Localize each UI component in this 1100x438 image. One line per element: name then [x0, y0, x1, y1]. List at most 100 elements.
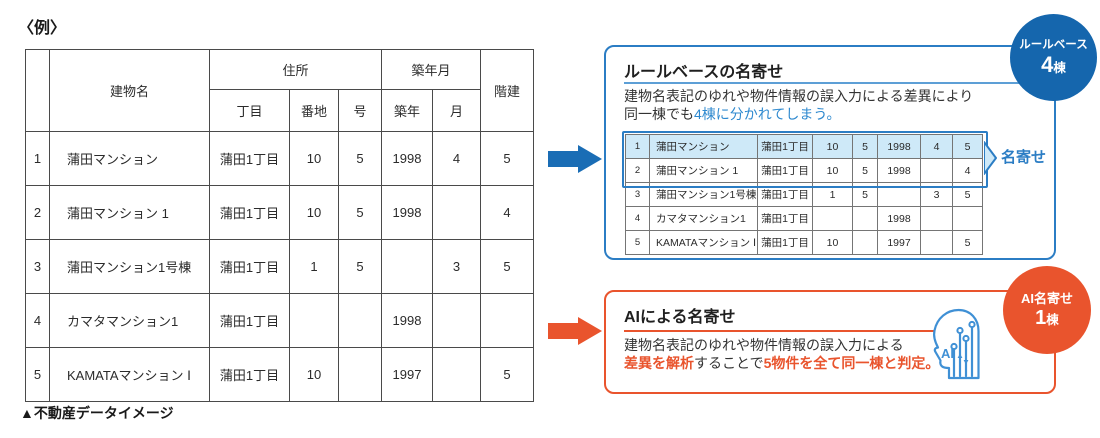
cell-build-year: 1998: [381, 185, 434, 240]
table-caption: ▲不動産データイメージ: [20, 405, 174, 421]
cell-building-name: 蒲田マンション 1: [49, 185, 210, 240]
cell-build-month: [432, 347, 482, 402]
rule-based-mini-table: 1 蒲田マンション 蒲田1丁目 10 5 1998 4 5 2 蒲田マンション …: [625, 134, 983, 255]
rule-desc-line2-accent: 4棟に分かれてしまう。: [694, 105, 841, 122]
cell-chome: 蒲田1丁目: [757, 182, 813, 207]
cell-banchi: 10: [812, 134, 853, 159]
cell-chome: 蒲田1丁目: [757, 230, 813, 255]
cell-build-month: [432, 185, 482, 240]
cell-chome: 蒲田1丁目: [209, 131, 290, 186]
rule-desc-line2-plain: 同一棟でも: [624, 105, 694, 122]
mini-table-row: 4 カマタマンション1 蒲田1丁目 1998: [625, 206, 983, 231]
cell-row-number: 2: [25, 185, 50, 240]
cell-go: 5: [852, 134, 878, 159]
cell-chome: 蒲田1丁目: [757, 158, 813, 183]
cell-build-year: [381, 239, 434, 294]
cell-building-name: 蒲田マンション: [649, 134, 758, 159]
mini-table-row: 5 KAMATAマンション Ⅰ 蒲田1丁目 10 1997 5: [625, 230, 983, 255]
cell-build-year: 1997: [381, 347, 434, 402]
cell-row-number: 1: [625, 134, 650, 159]
badge-count-line: 1棟: [1035, 308, 1059, 328]
cell-go: [852, 206, 878, 231]
cell-floors: 5: [952, 134, 983, 159]
cell-row-number: 5: [25, 347, 50, 402]
badge-count-line: 4棟: [1041, 54, 1066, 76]
badge-unit: 棟: [1053, 61, 1066, 76]
cell-build-year: 1998: [877, 134, 921, 159]
cell-building-name: KAMATAマンション Ⅰ: [49, 347, 210, 402]
col-header-build-month: 月: [432, 89, 482, 132]
arrow-right-icon-blue: [548, 145, 602, 173]
table-row: 2 蒲田マンション 1 蒲田1丁目 10 5 1998 4: [25, 185, 535, 240]
col-header-address: 住所: [208, 49, 383, 90]
col-header-go: 号: [337, 89, 383, 132]
rule-based-title: ルールベースの名寄せ: [624, 64, 784, 81]
col-header-building-name: 建物名: [49, 49, 210, 132]
mini-table-row: 1 蒲田マンション 蒲田1丁目 10 5 1998 4 5: [625, 134, 983, 159]
mini-table-row: 2 蒲田マンション 1 蒲田1丁目 10 5 1998 4: [625, 158, 983, 183]
cell-build-month: 3: [920, 182, 953, 207]
ai-badge: AI名寄せ 1棟: [1003, 266, 1091, 354]
cell-banchi: 1: [812, 182, 853, 207]
ai-icon-label: AI: [941, 346, 954, 361]
rule-desc-line1: 建物名表記のゆれや物件情報の誤入力による差異により: [624, 88, 974, 104]
example-label: 〈例〉: [18, 20, 67, 37]
cell-banchi: [289, 293, 339, 348]
col-header-build-year: 築年: [381, 89, 434, 132]
cell-build-year: 1998: [381, 293, 434, 348]
cell-floors: [480, 293, 535, 348]
merge-label: 名寄せ: [1001, 149, 1047, 166]
cell-chome: 蒲田1丁目: [209, 185, 290, 240]
col-header-banchi: 番地: [289, 89, 339, 132]
cell-go: [337, 293, 383, 348]
cell-floors: 5: [952, 182, 983, 207]
mini-table-row: 3 蒲田マンション1号棟 蒲田1丁目 1 5 3 5: [625, 182, 983, 207]
cell-banchi: 1: [289, 239, 339, 294]
cell-banchi: 10: [289, 131, 339, 186]
cell-building-name: カマタマンション1: [49, 293, 210, 348]
cell-floors: 4: [480, 185, 535, 240]
cell-row-number: 4: [625, 206, 650, 231]
cell-build-year: [877, 182, 921, 207]
cell-chome: 蒲田1丁目: [757, 134, 813, 159]
cell-floors: 5: [480, 131, 535, 186]
cell-build-month: 3: [432, 239, 482, 294]
cell-banchi: 10: [812, 230, 853, 255]
cell-chome: 蒲田1丁目: [209, 239, 290, 294]
badge-count: 4: [1041, 52, 1054, 78]
ai-title: AIによる名寄せ: [624, 309, 736, 326]
ai-panel: AIによる名寄せ 建物名表記のゆれや物件情報の誤入力による 差異を解析することで…: [604, 290, 1056, 394]
table-row: 4 カマタマンション1 蒲田1丁目 1998: [25, 293, 535, 348]
cell-build-month: 4: [432, 131, 482, 186]
ai-desc-line1: 建物名表記のゆれや物件情報の誤入力による: [624, 337, 904, 353]
cell-building-name: 蒲田マンション1号棟: [649, 182, 758, 207]
rule-based-description: 建物名表記のゆれや物件情報の誤入力による差異により 同一棟でも4棟に分かれてしま…: [624, 88, 973, 123]
cell-row-number: 4: [25, 293, 50, 348]
cell-building-name: KAMATAマンション Ⅰ: [649, 230, 758, 255]
cell-building-name: カマタマンション1: [649, 206, 758, 231]
cell-go: 5: [852, 182, 878, 207]
cell-floors: [952, 206, 983, 231]
cell-chome: 蒲田1丁目: [757, 206, 813, 231]
cell-go: 5: [337, 131, 383, 186]
cell-row-number: 3: [625, 182, 650, 207]
col-header-floors: 階建: [480, 49, 535, 132]
table-row: 3 蒲田マンション1号棟 蒲田1丁目 1 5 3 5: [25, 239, 535, 294]
cell-build-year: 1998: [877, 158, 921, 183]
cell-building-name: 蒲田マンション: [49, 131, 210, 186]
cell-build-month: 4: [920, 134, 953, 159]
cell-chome: 蒲田1丁目: [209, 293, 290, 348]
cell-go: 5: [852, 158, 878, 183]
property-table: 建物名 住所 築年月 階建 丁目 番地 号 築年 月 1 蒲田マンション 蒲田1…: [25, 49, 535, 402]
ai-head-icon: AI: [933, 308, 980, 380]
rule-based-badge: ルールベース 4棟: [1010, 14, 1097, 101]
badge-label: ルールベース: [1019, 38, 1088, 51]
ai-description: 建物名表記のゆれや物件情報の誤入力による 差異を解析することで5物件を全て同一棟…: [624, 337, 939, 372]
arrow-right-icon-orange: [548, 317, 602, 345]
cell-floors: 5: [952, 230, 983, 255]
ai-desc-line2-accent2: 5物件を全て同一棟と判定。: [763, 354, 940, 371]
cell-banchi: 10: [289, 347, 339, 402]
cell-building-name: 蒲田マンション1号棟: [49, 239, 210, 294]
ai-title-underline: [624, 330, 934, 332]
cell-go: [337, 347, 383, 402]
